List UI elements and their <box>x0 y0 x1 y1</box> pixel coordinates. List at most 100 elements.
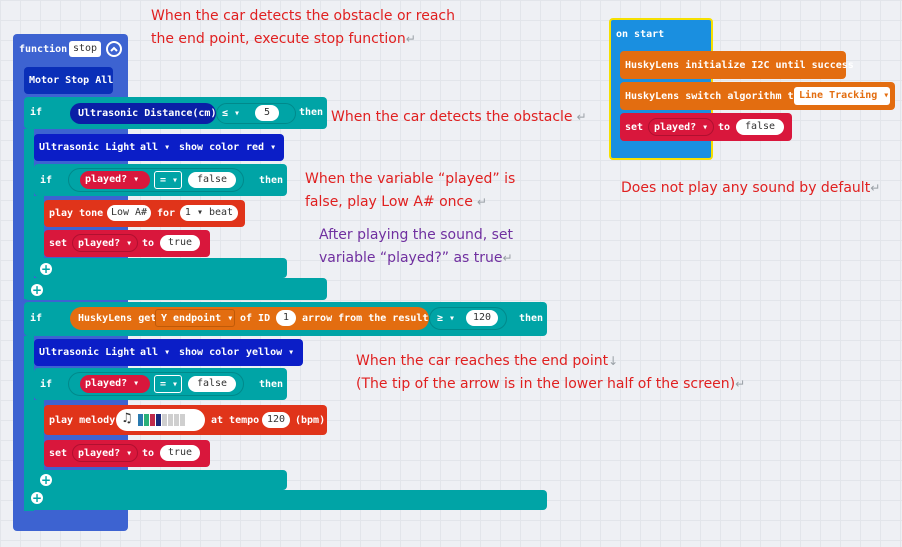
if-block-obstacle-footer <box>24 278 327 300</box>
inner-then-keyword-2: then <box>259 379 284 390</box>
show-color-label-2: show color <box>179 347 240 358</box>
if-played-footer-2 <box>34 470 287 490</box>
huskylens-switch-label: HuskyLens switch algorithm to <box>625 91 800 102</box>
annotation-played-false: When the variable “played” is false, pla… <box>305 168 515 214</box>
return-mark: ↵ <box>405 32 416 46</box>
annotation-no-sound-text: Does not play any sound by default <box>621 180 871 196</box>
annotation-played-line1: When the variable “played” is <box>305 171 516 187</box>
annotation-no-sound: Does not play any sound by default↵ <box>621 177 880 200</box>
annotation-endpoint-line1: When the car reaches the end point <box>356 353 609 369</box>
if-played-body-left <box>34 196 44 276</box>
chevron-up-icon[interactable] <box>106 41 122 57</box>
true-value-input[interactable]: true <box>160 235 200 251</box>
endpoint-value-input[interactable]: 120 <box>466 310 498 326</box>
ultrasonic-light-red-block[interactable] <box>34 134 284 161</box>
return-mark: ↵ <box>576 110 587 124</box>
false-value-input[interactable]: false <box>188 172 236 188</box>
music-note-icon: ♫ <box>121 411 133 426</box>
annotation-after-line2: variable “played?” as true <box>319 250 503 266</box>
inner-if-keyword-2: if <box>40 379 53 390</box>
motor-stop-all-label: Motor Stop All <box>29 75 114 86</box>
set-variable-dropdown-2[interactable]: played? ▾ <box>72 444 138 462</box>
if-block-endpoint-footer <box>24 490 547 510</box>
return-mark: ↵ <box>502 251 513 265</box>
distance-value-input[interactable]: 5 <box>255 105 279 121</box>
play-tone-label: play tone <box>49 208 104 219</box>
to-label-2: to <box>142 448 155 459</box>
y-endpoint-dropdown[interactable]: Y endpoint ▾ <box>155 309 235 327</box>
for-label: for <box>157 208 176 219</box>
ultrasonic-light-label-2: Ultrasonic Light <box>39 347 136 358</box>
false-value-input-onstart[interactable]: false <box>736 119 784 135</box>
set-label-2: set <box>49 448 68 459</box>
annotation-detect-obstacle: When the car detects the obstacle↵ <box>331 106 587 129</box>
tone-note-input[interactable]: Low A# <box>107 205 151 221</box>
show-color-label: show color <box>179 142 240 153</box>
function-keyword: function <box>19 44 68 55</box>
add-else-inner-icon-2[interactable]: + <box>40 473 52 487</box>
ultrasonic-light-yellow-block[interactable] <box>34 339 303 366</box>
if-block-endpoint-body-left <box>24 336 34 511</box>
annotation-end-point: When the car reaches the end point↓ (The… <box>356 350 745 396</box>
bpm-label: (bpm) <box>295 415 326 426</box>
to-label: to <box>142 238 155 249</box>
true-value-input-2[interactable]: true <box>160 445 200 461</box>
annotation-after-line1: After playing the sound, set <box>319 227 514 243</box>
function-name-field[interactable]: stop <box>69 41 101 57</box>
if-played-body-left-2 <box>34 400 44 490</box>
huskylens-init-label: HuskyLens initialize I2C until success <box>625 60 854 71</box>
annotation-stop-line1: When the car detects the obstacle or rea… <box>151 8 455 24</box>
on-start-label: on start <box>616 29 665 40</box>
add-else-inner-icon[interactable]: + <box>40 262 52 276</box>
if-block-obstacle-body-left <box>24 129 34 299</box>
set-label: set <box>49 238 68 249</box>
inner-if-keyword: if <box>40 175 53 186</box>
melody-editor-field[interactable]: ♫ <box>116 409 205 431</box>
light-target-dropdown[interactable]: all ▾ <box>140 142 171 153</box>
annotation-stop-line2: the end point, execute stop function <box>151 31 406 47</box>
return-mark: ↵ <box>735 377 746 391</box>
huskylens-init-block[interactable] <box>620 51 846 79</box>
annotation-played-line2: false, play Low A# once <box>305 194 473 210</box>
compare-operator-dropdown[interactable]: ≤ ▾ <box>222 108 241 119</box>
if-played-footer <box>34 258 287 278</box>
algorithm-dropdown[interactable]: Line Tracking ▾ <box>794 87 890 105</box>
light-color-dropdown-2[interactable]: yellow ▾ <box>246 347 295 358</box>
add-else-icon[interactable]: + <box>31 283 43 297</box>
played-variable-dropdown[interactable]: played? ▾ <box>80 171 150 189</box>
annotation-detect-text: When the car detects the obstacle <box>331 109 573 125</box>
inner-then-keyword: then <box>259 175 284 186</box>
then-keyword: then <box>299 107 324 118</box>
set-variable-dropdown[interactable]: played? ▾ <box>72 234 138 252</box>
down-mark: ↓ <box>608 354 619 368</box>
beat-dropdown[interactable]: 1 ▾ beat <box>180 205 238 221</box>
huskylens-get-label: HuskyLens get <box>78 313 157 324</box>
then-keyword-2: then <box>519 313 544 324</box>
eq-operator-dropdown-2[interactable]: = ▾ <box>154 375 182 393</box>
if-keyword-2: if <box>30 313 43 324</box>
played-variable-dropdown-2[interactable]: played? ▾ <box>80 375 150 393</box>
id-value-input[interactable]: 1 <box>276 310 296 326</box>
eq-operator-dropdown[interactable]: = ▾ <box>154 171 182 189</box>
ultrasonic-distance-label: Ultrasonic Distance(cm) <box>78 108 217 119</box>
return-mark: ↵ <box>870 181 881 195</box>
set-label-onstart: set <box>625 122 644 133</box>
annotation-stop-function: When the car detects the obstacle or rea… <box>151 5 455 51</box>
ge-operator-dropdown[interactable]: ≥ ▾ <box>437 313 456 324</box>
motor-stop-all-block[interactable] <box>24 67 113 94</box>
light-target-dropdown-2[interactable]: all ▾ <box>140 347 171 358</box>
false-value-input-2[interactable]: false <box>188 376 236 392</box>
tempo-value-input[interactable]: 120 <box>262 412 290 428</box>
to-label-onstart: to <box>718 122 731 133</box>
arrow-from-result-label: arrow from the result <box>302 313 429 324</box>
light-color-dropdown[interactable]: red ▾ <box>246 142 277 153</box>
of-id-label: of ID <box>240 313 271 324</box>
add-else-icon-2[interactable]: + <box>31 491 43 505</box>
if-keyword: if <box>30 107 43 118</box>
at-tempo-label: at tempo <box>211 415 260 426</box>
ultrasonic-distance-reporter[interactable] <box>70 103 216 124</box>
play-melody-label: play melody <box>49 415 116 426</box>
annotation-after-sound: After playing the sound, set variable “p… <box>319 224 513 270</box>
ultrasonic-light-label: Ultrasonic Light <box>39 142 136 153</box>
set-variable-dropdown-onstart[interactable]: played? ▾ <box>648 118 714 136</box>
